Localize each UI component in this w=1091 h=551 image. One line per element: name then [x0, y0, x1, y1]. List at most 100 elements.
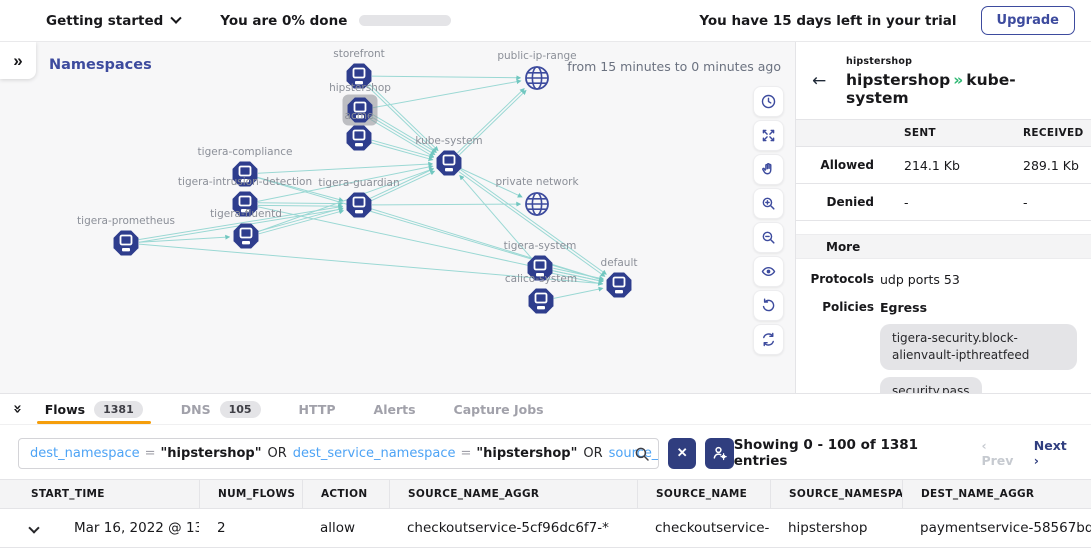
prev-page-button[interactable]: ‹ Prev: [981, 438, 1017, 468]
tab-dns[interactable]: DNS105: [179, 394, 263, 424]
top-bar: Getting started You are 0% done You have…: [0, 0, 1091, 42]
pan-button[interactable]: [753, 154, 784, 185]
undo-icon: [760, 297, 777, 314]
graph-node-label: kube-system: [415, 135, 482, 147]
graph-node-calico-system[interactable]: calico-system: [505, 273, 577, 313]
sidebar-expand-button[interactable]: »: [0, 42, 36, 79]
undo-button[interactable]: [753, 290, 784, 321]
column-header-source_name[interactable]: SOURCE_NAME: [637, 480, 770, 508]
stats-col-received: RECEIVED: [996, 127, 1091, 139]
query-token-field: dest_namespace: [30, 446, 140, 461]
query-token-bool: OR: [268, 446, 287, 461]
service-graph-panel: » Namespaces from 15 minutes to 0 minute…: [0, 42, 795, 393]
graph-node-label: tigera-fluentd: [210, 208, 282, 220]
graph-node-label: calico-system: [505, 273, 577, 285]
policy-pill[interactable]: security.pass: [880, 377, 982, 393]
tab-flows[interactable]: Flows1381: [43, 394, 145, 424]
column-header-source_namespace[interactable]: SOURCE_NAMESPACE: [770, 480, 902, 508]
table-row[interactable]: Mar 16, 2022 @ 13:41:35.0002allowcheckou…: [0, 509, 1091, 548]
zoom-in-icon: [760, 195, 777, 212]
fit-screen-button[interactable]: [753, 120, 784, 151]
policy-pill-list: tigera-security.block-alienvault-ipthrea…: [880, 324, 1077, 393]
upgrade-button[interactable]: Upgrade: [981, 6, 1075, 35]
graph-node-private-network[interactable]: private network: [495, 176, 579, 215]
query-text: dest_namespace = "hipstershop" OR dest_servi…: [30, 446, 659, 461]
query-token-bool: OR: [583, 446, 602, 461]
graph-node-acme[interactable]: acme: [345, 110, 374, 150]
bottom-panel: » Flows1381DNS105HTTPAlertsCapture Jobs …: [0, 393, 1091, 551]
graph-node-label: tigera-compliance: [198, 146, 293, 158]
history-button[interactable]: [753, 86, 784, 117]
graph-node-label: tigera-prometheus: [77, 215, 175, 227]
graph-node-label: default: [601, 257, 638, 269]
graph-node-tigera-prometheus[interactable]: tigera-prometheus: [77, 215, 175, 255]
back-arrow-icon[interactable]: ←: [812, 71, 826, 91]
protocols-value: udp ports 53: [874, 272, 1091, 287]
policies-label: Policies: [796, 300, 874, 315]
details-panel: ← hipstershop hipstershop»kube-system SE…: [795, 42, 1091, 393]
details-header: ← hipstershop hipstershop»kube-system: [796, 42, 1091, 119]
graph-node-label: public-ip-range: [497, 50, 576, 62]
query-token-value: "hipstershop": [476, 446, 577, 461]
stats-col-sent: SENT: [884, 127, 996, 139]
tab-http[interactable]: HTTP: [297, 394, 338, 424]
graph-canvas[interactable]: storefront hipstershop acme kube-system publ…: [0, 42, 795, 393]
column-header-dest_name_aggr[interactable]: DEST_NAME_AGGR: [902, 480, 1091, 508]
graph-view-title: Namespaces: [49, 57, 152, 73]
query-token-op: =: [145, 446, 156, 461]
zoom-in-button[interactable]: [753, 188, 784, 219]
trial-countdown-label: You have 15 days left in your trial: [699, 13, 956, 29]
column-header-action[interactable]: ACTION: [302, 480, 389, 508]
progress-bar: [359, 15, 451, 26]
details-context-label: hipstershop: [846, 56, 1077, 67]
search-icon: [633, 445, 651, 467]
tab-count-badge: 105: [220, 401, 261, 418]
graph-node-label: hipstershop: [329, 82, 391, 94]
tab-list: Flows1381 DNS105 HTTP Alerts Capture Jobs: [43, 394, 546, 424]
policy-pill[interactable]: tigera-security.block-alienvault-ipthrea…: [880, 324, 1077, 370]
query-token-field: dest_service_namespace: [293, 446, 456, 461]
protocols-row: Protocols udp ports 53: [796, 272, 1091, 287]
traffic-stats-table: SENTRECEIVEDAllowed214.1 Kb289.1 KbDenie…: [796, 119, 1091, 221]
policies-row: Policies Egress: [796, 300, 1091, 315]
zoom-out-icon: [760, 229, 777, 246]
time-range-label: from 15 minutes to 0 minutes ago: [567, 59, 781, 74]
next-page-button[interactable]: Next ›: [1034, 438, 1071, 468]
chevron-down-icon: [171, 12, 182, 23]
flow-query-input[interactable]: dest_namespace = "hipstershop" OR dest_servi…: [18, 438, 659, 469]
protocols-label: Protocols: [796, 272, 874, 287]
visibility-icon: [760, 263, 777, 280]
getting-started-dropdown[interactable]: Getting started: [46, 13, 180, 29]
graph-node-label: private network: [495, 176, 579, 188]
tab-count-badge: 1381: [94, 401, 143, 418]
history-icon: [760, 93, 777, 110]
close-icon: ✕: [677, 445, 688, 461]
query-token-value: "hipstershop": [161, 446, 262, 461]
graph-node-default[interactable]: default: [601, 257, 638, 297]
refresh-button[interactable]: [753, 324, 784, 355]
graph-toolbar: [753, 86, 784, 355]
details-title: hipstershop»kube-system: [846, 71, 1077, 107]
graph-node-label: tigera-guardian: [318, 177, 399, 189]
user-query-settings-button[interactable]: [705, 438, 733, 469]
graph-node-label: storefront: [333, 48, 385, 60]
row-expand-icon[interactable]: [28, 522, 39, 533]
column-header-source_name_aggr[interactable]: SOURCE_NAME_AGGR: [389, 480, 637, 508]
policies-direction-label: Egress: [874, 300, 1091, 315]
more-section-header[interactable]: More: [796, 234, 1091, 259]
zoom-out-button[interactable]: [753, 222, 784, 253]
tab-alerts[interactable]: Alerts: [372, 394, 418, 424]
column-header-start_time[interactable]: START_TIME: [0, 480, 199, 508]
graph-node-label: acme: [345, 110, 374, 122]
visibility-button[interactable]: [753, 256, 784, 287]
fit-screen-icon: [760, 127, 777, 144]
search-row: dest_namespace = "hipstershop" OR dest_servi…: [0, 425, 1091, 479]
details-title-source: hipstershop: [846, 71, 950, 89]
collapse-panel-icon[interactable]: »: [9, 404, 27, 414]
tab-capture-jobs[interactable]: Capture Jobs: [452, 394, 546, 424]
column-header-num_flows[interactable]: NUM_FLOWS: [199, 480, 302, 508]
graph-node-label: tigera-system: [504, 240, 577, 252]
clear-query-button[interactable]: ✕: [668, 438, 696, 469]
flows-table-body: Mar 16, 2022 @ 13:41:35.0002allowcheckou…: [0, 509, 1091, 548]
showing-entries-label: Showing 0 - 100 of 1381 entries: [734, 437, 956, 469]
